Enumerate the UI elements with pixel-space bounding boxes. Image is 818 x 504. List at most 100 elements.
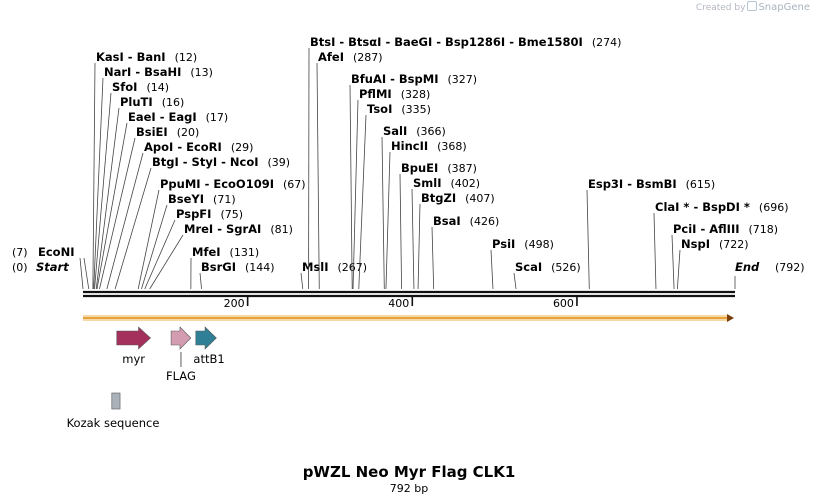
site-name: BsiEI	[136, 125, 168, 139]
site-25: BtgZI (407)	[417, 191, 495, 290]
start-leader-line	[79, 257, 84, 290]
site-leader-line	[490, 249, 494, 290]
site-position: (718)	[749, 223, 779, 236]
site-15: MslI(267)	[300, 260, 367, 290]
site-2: NarI - BsaHI(13)	[93, 65, 213, 290]
watermark-brand: SnapGene	[758, 2, 810, 13]
snapgene-logo-icon	[747, 1, 758, 11]
feature-arrow-shape	[116, 326, 151, 350]
site-leader-line	[316, 62, 320, 290]
site-name: MslI	[302, 260, 329, 274]
site-leader-line	[92, 62, 96, 290]
site-name: BtsI - BtsαI - BaeGI - Bsp1286I - Bme158…	[310, 35, 583, 49]
site-leader-line	[352, 99, 359, 290]
site-position: (327)	[447, 73, 477, 86]
site-name: BtgZI	[421, 191, 456, 205]
site-8: BtgI - StyI - NcoI(39)	[114, 155, 291, 290]
site-name: BseYI	[168, 192, 204, 206]
site-name: BsaI	[433, 214, 461, 228]
site-leader-line	[96, 122, 128, 290]
site-position: (426)	[470, 215, 500, 228]
ruler-tick: 400	[388, 296, 414, 310]
plasmid-name: pWZL Neo Myr Flag CLK1	[302, 463, 516, 481]
site-9: PpuMI - EcoO109I (67)	[137, 177, 306, 290]
site-position: (12)	[175, 51, 198, 64]
site-name: EaeI - EagI	[128, 110, 197, 124]
site-name: EcoNI	[38, 245, 74, 259]
site-leader-line	[83, 257, 90, 290]
site-12: MreI - SgrAI(81)	[149, 222, 293, 290]
tick-label: 200	[224, 297, 245, 310]
site-position: (75)	[220, 208, 243, 221]
tick-label: 600	[553, 297, 574, 310]
site-1: KasI - BanI(12)	[92, 50, 198, 290]
site-name: ScaI	[515, 260, 542, 274]
site-23: BpuEI (387)	[399, 161, 477, 290]
site-27: PsiI(498)	[490, 237, 554, 290]
site-7: ApoI - EcoRI (29)	[106, 140, 254, 290]
site-leader-line	[417, 203, 421, 290]
site-name: PpuMI - EcoO109I	[160, 177, 274, 191]
site-20: TsoI(335)	[358, 102, 431, 290]
site-leader-line	[144, 219, 176, 290]
site-leader-line	[349, 84, 353, 290]
end-marker-end: End(792)	[734, 260, 805, 289]
site-leader-line	[358, 114, 367, 290]
site-leader-line	[93, 77, 104, 290]
site-leader-line	[300, 272, 304, 290]
site-position: (14)	[146, 81, 169, 94]
tick-label: 400	[388, 297, 409, 310]
site-leader-line	[411, 188, 415, 290]
orf-arrowhead	[727, 314, 734, 322]
site-name: PciI - AflIII	[673, 222, 740, 236]
site-leader-line	[199, 272, 202, 290]
dna-backbone	[83, 290, 735, 298]
site-16: BtsI - BtsαI - BaeGI - Bsp1286I - Bme158…	[308, 35, 621, 290]
site-4: PluTI(16)	[95, 95, 185, 290]
feature-flag: FLAG	[166, 326, 196, 383]
site-name: ClaI * - BspDI *	[655, 200, 750, 214]
site-3: SfoI(14)	[94, 80, 169, 290]
feature-label: Kozak sequence	[67, 416, 160, 430]
plasmid-length: 792 bp	[389, 482, 429, 495]
site-position: (615)	[686, 178, 716, 191]
site-position: (335)	[401, 103, 431, 116]
site-leader-line	[671, 234, 675, 290]
site-5: EaeI - EagI (17)	[96, 110, 229, 290]
site-19: PflMI(328)	[352, 87, 430, 290]
site-position: (526)	[551, 261, 581, 274]
site-29: Esp3I - BsmBI (615)	[586, 177, 716, 290]
title-block: pWZL Neo Myr Flag CLK1 792 bp	[0, 463, 818, 495]
site-name: ApoI - EcoRI	[144, 140, 222, 154]
ruler-tick: 200	[224, 296, 249, 310]
site-name: SmlI	[413, 176, 442, 190]
site-name: Esp3I - BsmBI	[588, 177, 677, 191]
site-position: (67)	[283, 178, 306, 191]
site-13: MfeI(131)	[190, 245, 259, 290]
feature-label: attB1	[193, 352, 224, 366]
site-position: (81)	[270, 223, 293, 236]
site-24: SmlI(402)	[411, 176, 480, 290]
site-name: BfuAI - BspMI	[351, 72, 438, 86]
site-position: (29)	[231, 141, 254, 154]
site-position: (387)	[447, 162, 477, 175]
site-leader-line	[676, 249, 681, 290]
site-leader-line	[385, 151, 391, 290]
site-14: BsrGI(144)	[199, 260, 275, 290]
site-position: (16)	[162, 96, 185, 109]
site-21: SalI(366)	[381, 124, 446, 290]
site-name: BpuEI	[401, 161, 438, 175]
site-position: (407)	[465, 192, 495, 205]
site-name: PsiI	[492, 237, 515, 251]
feature-label: FLAG	[166, 369, 196, 383]
site-position: (17)	[206, 111, 229, 124]
site-name: BsrGI	[201, 260, 236, 274]
feature-myr: myr	[116, 326, 151, 366]
feature-kozak-sequence: Kozak sequence	[67, 392, 160, 430]
site-17: AfeI(287)	[316, 50, 383, 290]
site-leader-line	[653, 212, 657, 290]
site-position: (39)	[268, 156, 291, 169]
site-leader-line	[141, 204, 168, 290]
